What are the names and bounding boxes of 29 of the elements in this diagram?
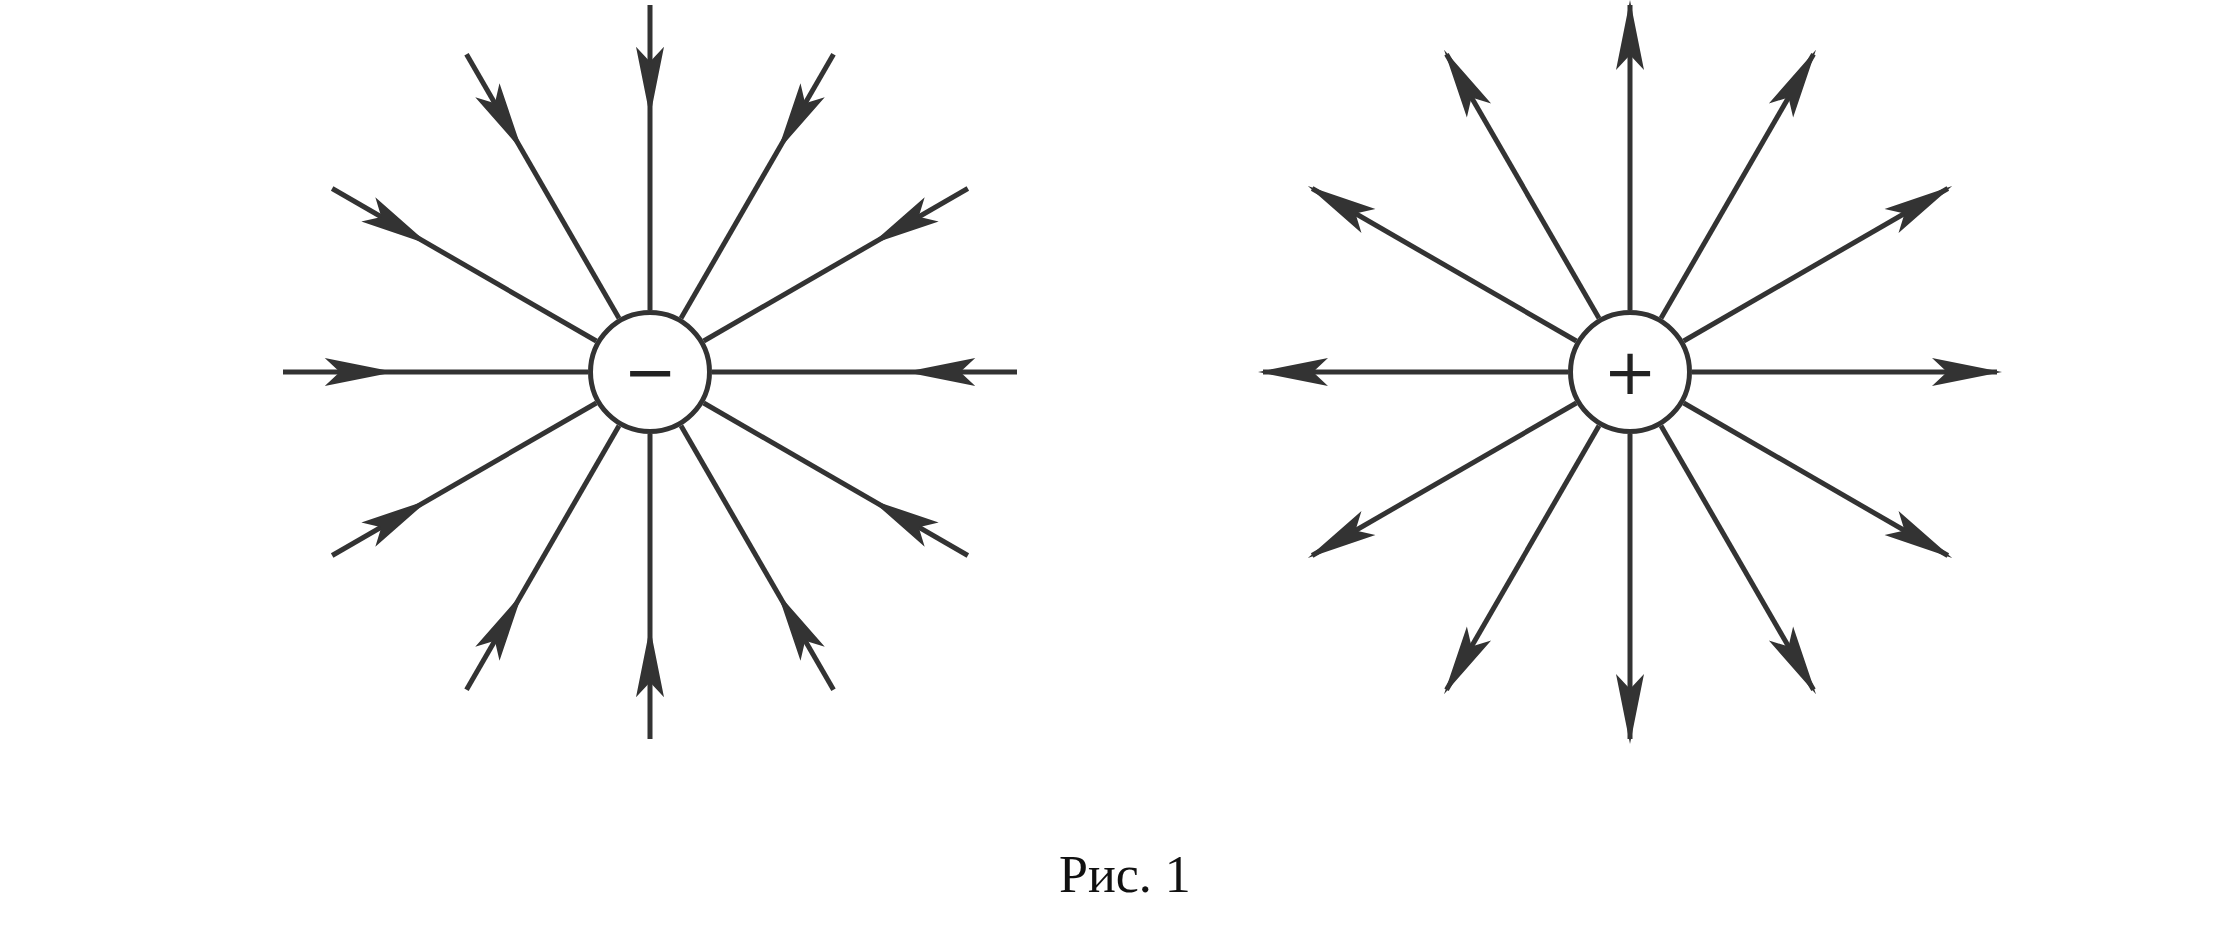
charge-circle (588, 310, 712, 434)
field-line-arrow (330, 186, 598, 344)
field-line-arrow (636, 5, 664, 310)
field-line-arrow (464, 424, 622, 692)
field-line-arrow (1444, 424, 1602, 695)
field-line-arrow (1307, 186, 1578, 344)
field-line-arrow (702, 400, 970, 558)
field-line-arrow (1682, 186, 1953, 344)
field-line-arrow (702, 186, 970, 344)
field-line-arrow (1616, 0, 1644, 310)
field-line-arrow (1658, 424, 1816, 695)
field-line-arrow (678, 424, 836, 692)
field-line-arrow (1307, 400, 1578, 558)
field-line-arrow (678, 52, 836, 320)
field-line-arrow (330, 400, 598, 558)
figure-caption: Рис. 1 (1059, 845, 1191, 904)
field-line-arrow (1258, 358, 1568, 386)
field-line-arrow (712, 358, 1017, 386)
field-line-arrow (1616, 434, 1644, 744)
field-line-arrow (464, 52, 622, 320)
field-line-arrow (1444, 49, 1602, 320)
field-line-arrow (1692, 358, 2002, 386)
charge-circle (1568, 310, 1692, 434)
charge-sign: − (623, 340, 677, 404)
charge-sign: + (1603, 340, 1657, 404)
field-line-arrow (636, 434, 664, 739)
field-line-arrow (1658, 49, 1816, 320)
field-line-arrow (1682, 400, 1953, 558)
field-line-arrow (283, 358, 588, 386)
